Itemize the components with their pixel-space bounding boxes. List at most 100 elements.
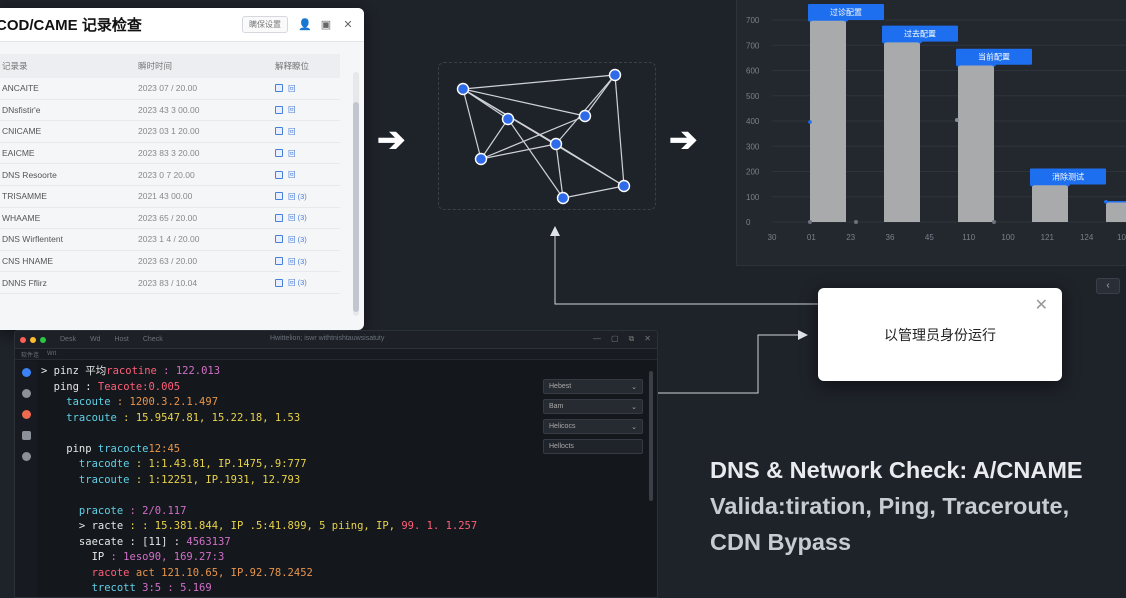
x-tick-label: 1004 [1117, 233, 1126, 242]
column-header-action[interactable]: 解释瞭位 [275, 61, 310, 71]
terminal-token: ping [41, 380, 79, 393]
row-action-link[interactable]: 回 (3) [288, 191, 307, 201]
y-tick-label: 0 [746, 218, 751, 227]
terminal-token: : : 15.381.844, IP .5:41.899, 5 piing, I… [123, 520, 402, 532]
network-node[interactable] [474, 152, 488, 166]
terminal-output[interactable]: > pinz 平均racotine : 122.013 ping : Teaco… [41, 364, 477, 597]
menu-item[interactable]: Desk [60, 336, 76, 343]
row-action-link[interactable]: 回 (3) [288, 256, 307, 266]
bar [1032, 184, 1068, 222]
row-checkbox[interactable] [275, 192, 283, 201]
row-checkbox[interactable] [275, 105, 283, 114]
maximize-dot-icon[interactable] [40, 336, 46, 343]
row-action-link[interactable]: 回 [288, 170, 296, 180]
menu-item[interactable]: Check [142, 336, 163, 343]
run-as-admin-text[interactable]: 以管理员身份运行 [884, 327, 996, 343]
close-icon[interactable]: ✕ [1034, 297, 1048, 314]
minimize-icon[interactable]: — [593, 334, 602, 343]
terminal-tab[interactable]: 软件连 [21, 352, 40, 359]
record-name: TRISAMME [2, 191, 47, 202]
network-node[interactable] [456, 82, 470, 96]
maximize-icon[interactable]: ▣ [320, 19, 332, 31]
network-diagram-frame [438, 62, 656, 210]
record-actions: 回 (3) [275, 277, 342, 288]
network-node[interactable] [617, 179, 631, 193]
chart-prev-button[interactable]: ‹ [1096, 278, 1120, 294]
row-action-link[interactable]: 回 (3) [288, 278, 307, 288]
network-node[interactable] [501, 112, 515, 126]
history-icon[interactable] [21, 389, 31, 398]
terminal-path: Hwittelion; iswr withtnishtauwsisatuty [270, 335, 385, 342]
row-checkbox[interactable] [275, 170, 283, 179]
y-tick-label: 300 [746, 142, 760, 151]
column-header-time[interactable]: 瞬时时间 [138, 61, 173, 71]
alert-icon[interactable] [21, 410, 31, 419]
settings-icon[interactable] [21, 452, 31, 461]
row-action-link[interactable]: 回 [288, 126, 296, 136]
row-checkbox[interactable] [275, 127, 283, 136]
maximize-icon[interactable]: ▢ [611, 334, 619, 343]
record-time: 2023 1 4 / 20.00 [138, 234, 200, 245]
flow-arrow-right-icon: ➔ [669, 121, 698, 159]
profile-icon[interactable] [21, 368, 31, 377]
restore-icon[interactable]: ⧉ [628, 334, 635, 343]
network-node[interactable] [608, 68, 622, 82]
settings-button[interactable]: 瞒保设置 [242, 16, 288, 33]
terminal-tab[interactable]: Wrt [47, 351, 57, 357]
row-checkbox[interactable] [275, 84, 283, 93]
dns-scroll-thumb[interactable] [353, 102, 359, 312]
network-node[interactable] [549, 137, 563, 151]
row-action-link[interactable]: 回 (3) [288, 213, 307, 223]
row-checkbox[interactable] [275, 235, 283, 244]
minimize-dot-icon[interactable] [30, 336, 36, 343]
terminal-token: tracocte [91, 442, 149, 455]
window-traffic-lights [20, 336, 46, 343]
folder-icon[interactable] [21, 431, 31, 440]
option-select[interactable]: Hellocts [543, 439, 643, 454]
terminal-token: : 1:1.43.81, IP.1475,.9:777 [129, 458, 307, 470]
record-actions: 回 [275, 126, 342, 137]
record-time: 2023 03 1 20.00 [138, 126, 200, 137]
menu-item[interactable]: Host [114, 336, 129, 343]
bar [810, 20, 846, 222]
dns-scrollbar[interactable] [353, 72, 359, 316]
row-action-link[interactable]: 回 [288, 105, 296, 115]
close-icon[interactable]: ✕ [644, 334, 651, 343]
record-name: CNS HNAME [2, 256, 54, 267]
row-checkbox[interactable] [275, 257, 283, 266]
option-select[interactable]: Helicocs⌄ [543, 419, 643, 434]
terminal-option-selects: Hebest⌄ Bam⌄ Helicocs⌄ Hellocts [543, 379, 643, 454]
close-dot-icon[interactable] [20, 336, 26, 343]
row-checkbox[interactable] [275, 149, 283, 158]
network-node[interactable] [578, 109, 592, 123]
y-tick-label: 100 [746, 193, 760, 202]
terminal-token: > [41, 365, 54, 377]
menu-item[interactable]: Wd [89, 336, 101, 343]
terminal-token: 4563137 [186, 535, 231, 548]
user-icon[interactable]: 👤 [298, 19, 312, 31]
terminal-scrollbar[interactable] [649, 371, 653, 501]
option-select[interactable]: Bam⌄ [543, 399, 643, 414]
row-action-link[interactable]: 回 (3) [288, 234, 307, 244]
bar-label: 过诊配置 [830, 7, 862, 17]
column-header-record[interactable]: 记录录 [2, 61, 28, 71]
baseline-point [808, 220, 812, 224]
row-checkbox[interactable] [275, 213, 283, 222]
terminal-sidebar [15, 361, 37, 597]
row-action-link[interactable]: 回 [288, 148, 296, 158]
row-checkbox[interactable] [275, 278, 283, 287]
network-node[interactable] [556, 191, 570, 205]
option-select[interactable]: Hebest⌄ [543, 379, 643, 394]
close-icon[interactable]: ✕ [343, 19, 353, 31]
row-action-link[interactable]: 回 [288, 83, 296, 93]
